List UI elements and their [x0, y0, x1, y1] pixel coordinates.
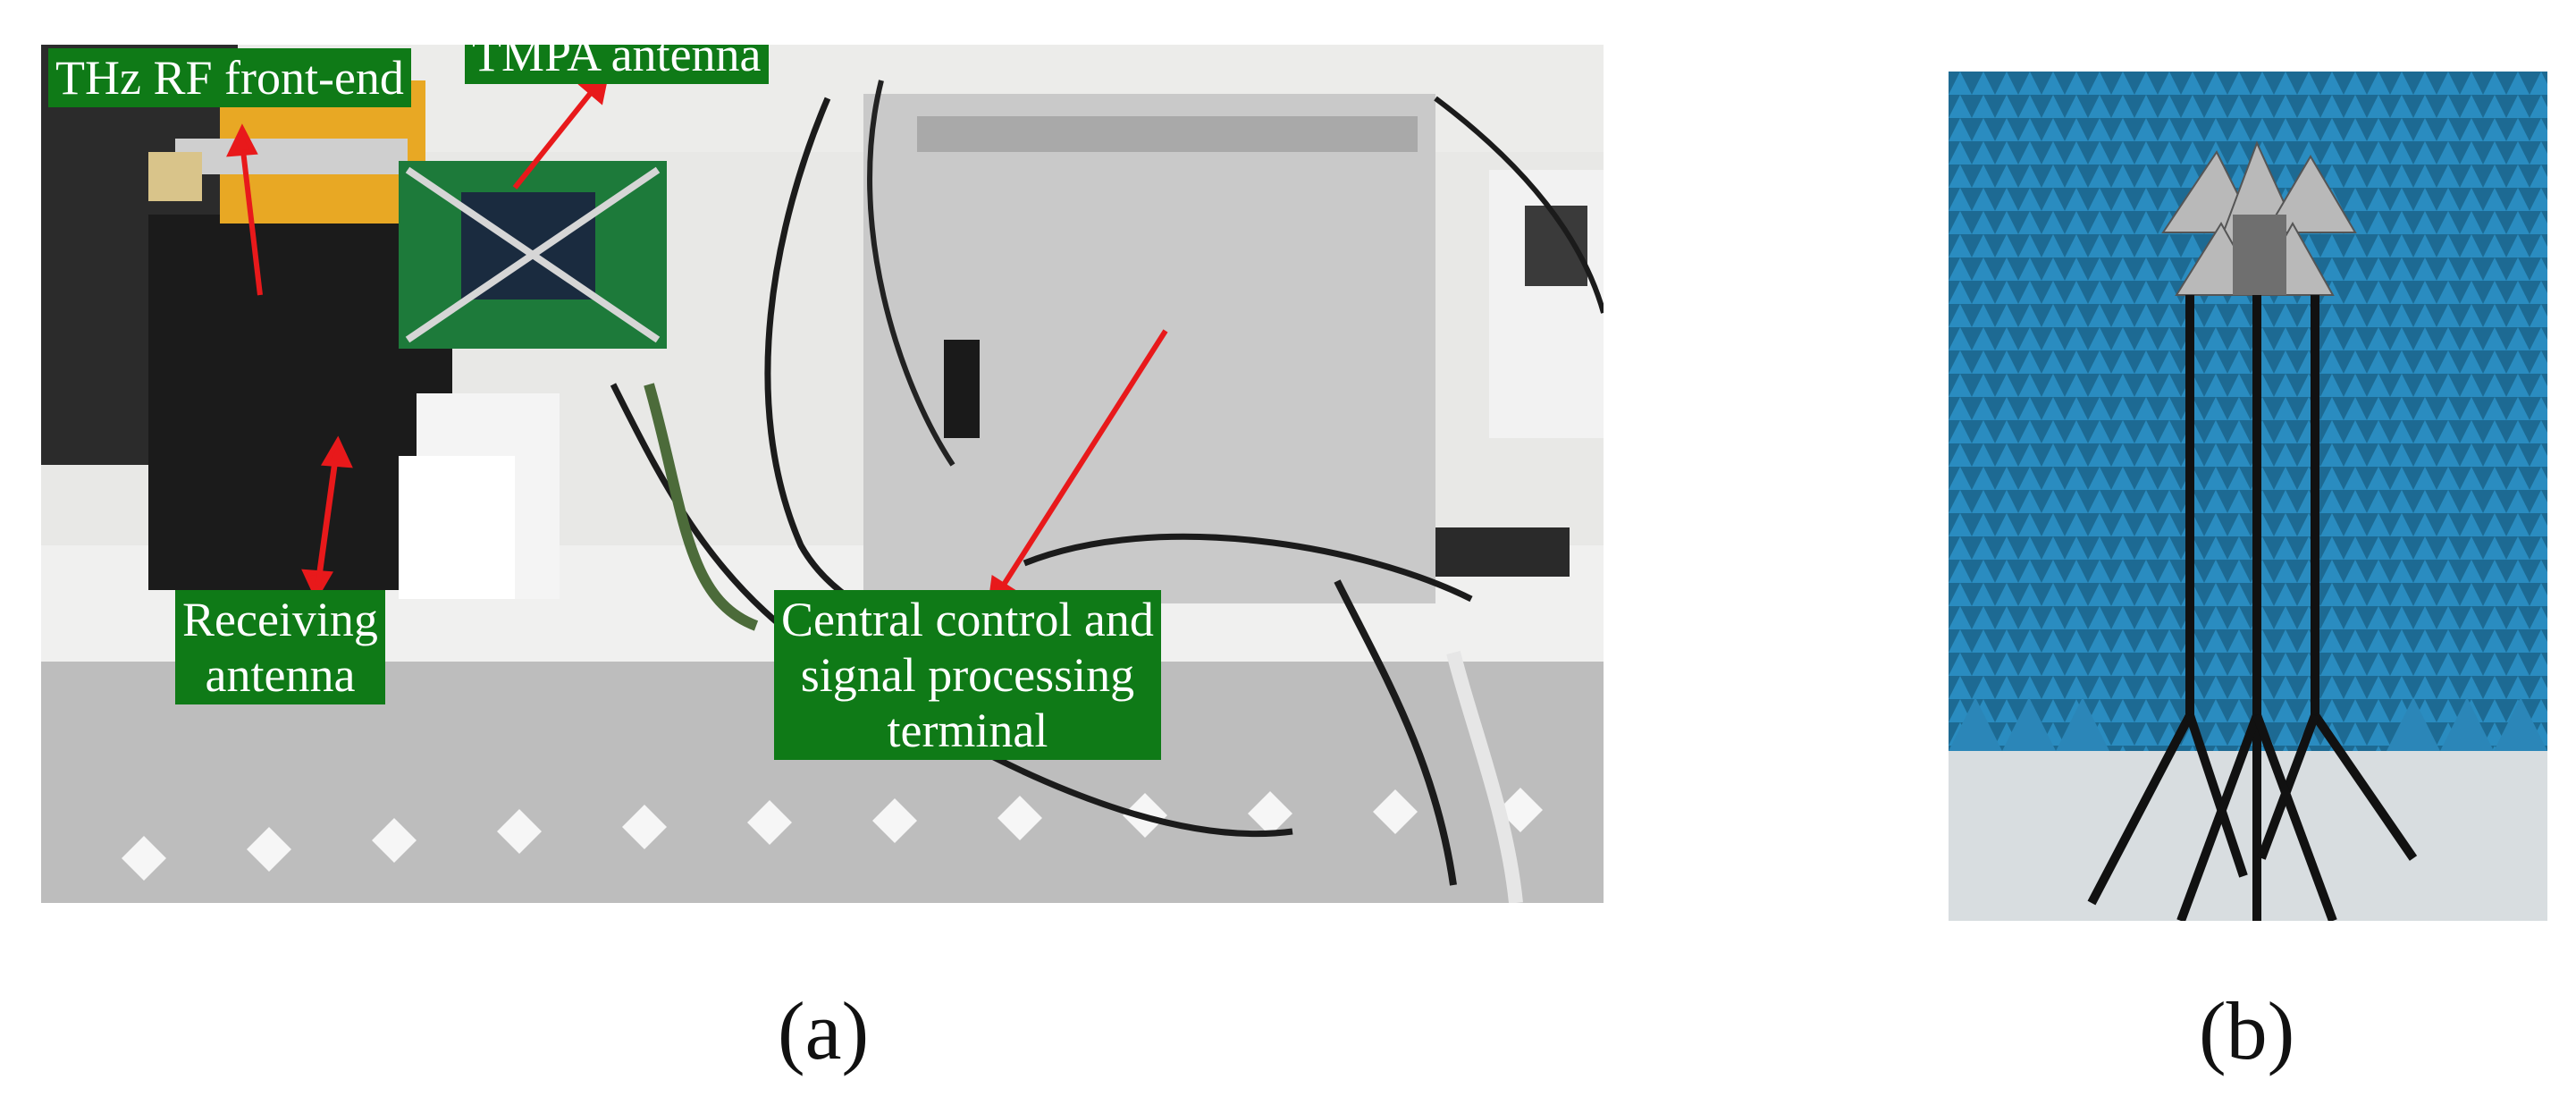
photo-anechoic-chamber	[1949, 72, 2547, 921]
anechoic-chamber-illustration	[1949, 72, 2547, 921]
label-receiving-antenna: Receiving antenna	[175, 590, 385, 704]
lab-setup-illustration	[41, 45, 1604, 903]
label-central-control: Central control and signal processing te…	[774, 590, 1161, 760]
caption-b: (b)	[2199, 985, 2295, 1076]
photo-lab-setup: THz RF front-end TMPA antenna Receiving …	[41, 45, 1604, 903]
label-tmpa-antenna: TMPA antenna	[465, 45, 769, 84]
label-thz-rf-front-end: THz RF front-end	[48, 48, 411, 107]
caption-a: (a)	[778, 985, 870, 1076]
